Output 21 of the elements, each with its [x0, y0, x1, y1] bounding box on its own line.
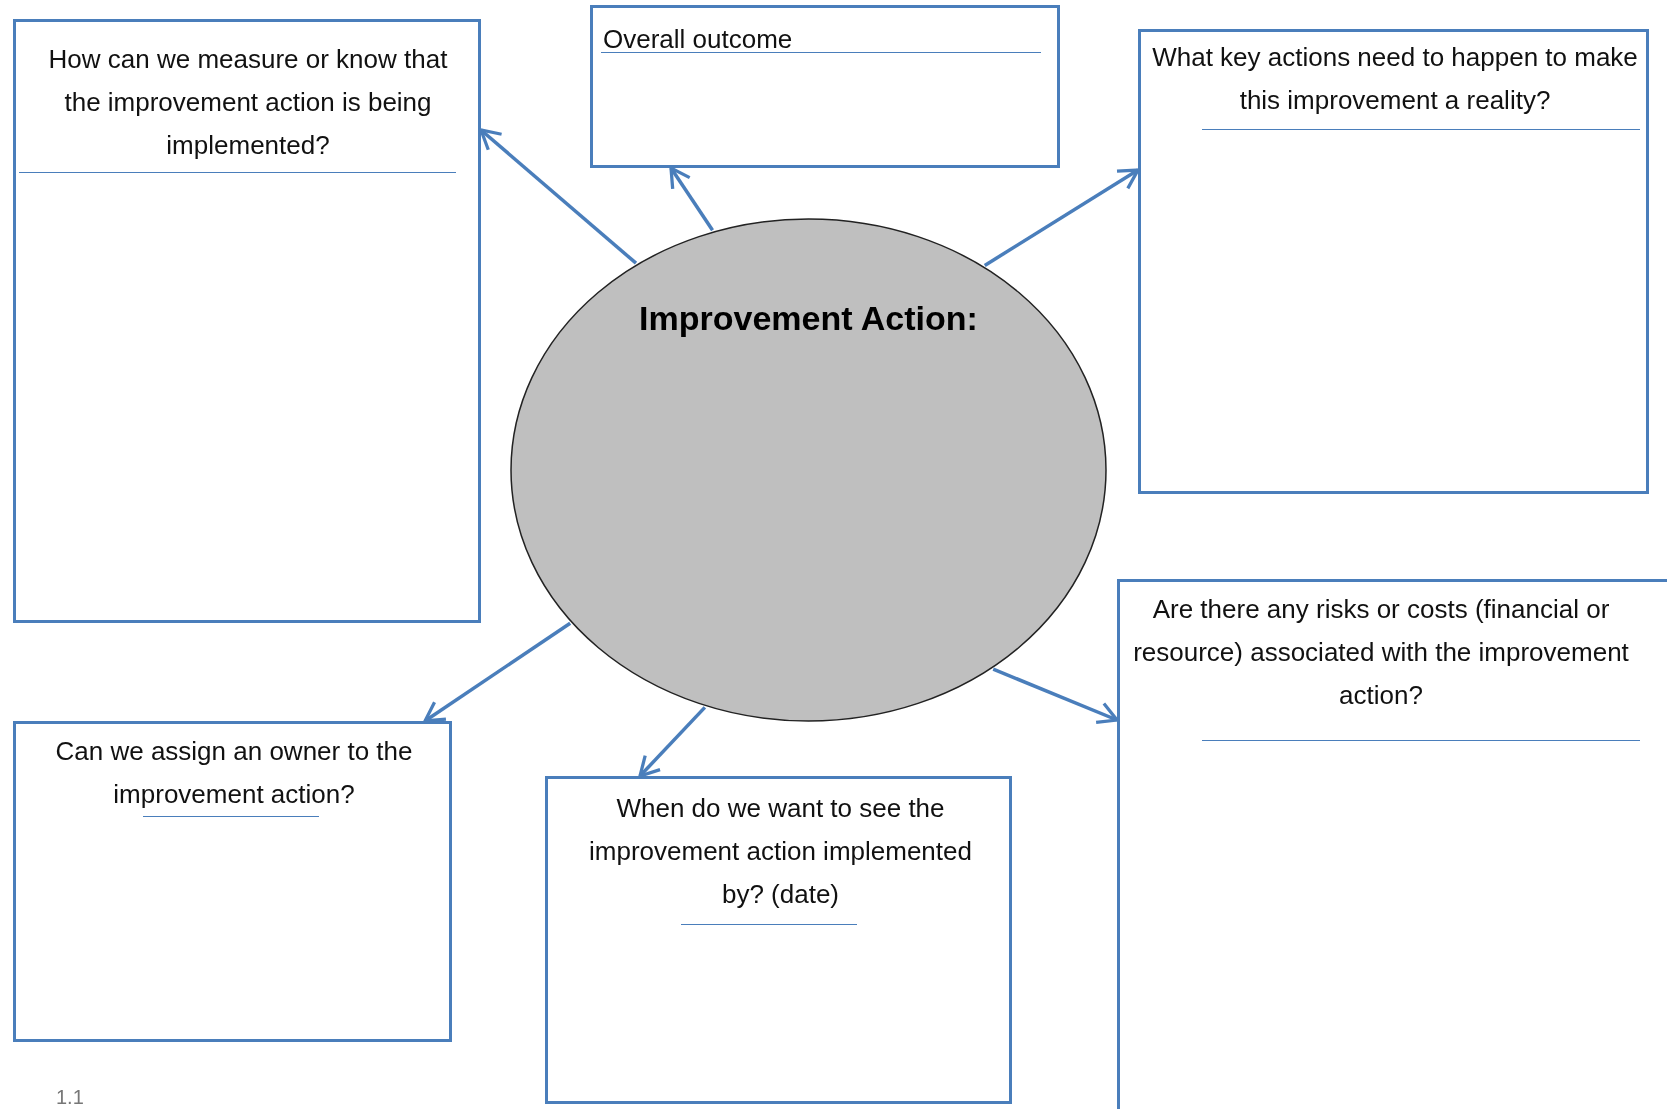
question-box [13, 19, 481, 623]
arrow [638, 706, 707, 778]
question-box [1138, 29, 1649, 494]
arrow [992, 667, 1119, 725]
question-text: How can we measure or know that the improvement action is being implemented? [47, 43, 449, 162]
question-text: Can we assign an owner to the improvement action? [54, 735, 414, 811]
question-box [13, 721, 452, 1042]
question-box [545, 776, 1012, 1104]
arrow [423, 621, 572, 723]
question-text: When do we want to see the improvement action implemented by? (date) [588, 792, 973, 911]
arrow [479, 128, 638, 265]
question-text: Are there any risks or costs (financial or resource) associated with the improvement action? [1132, 593, 1630, 712]
question-box [1117, 579, 1667, 1109]
central-ellipse [509, 217, 1108, 723]
arrow [669, 166, 714, 232]
arrow [983, 168, 1140, 267]
question-text: Overall outcome [603, 23, 794, 56]
question-box [590, 5, 1060, 168]
ellipse-title: Improvement Action: [638, 298, 979, 339]
question-text: What key actions need to happen to make this improvement a reality? [1151, 41, 1639, 117]
page-number: 1.1 [56, 1086, 84, 1109]
